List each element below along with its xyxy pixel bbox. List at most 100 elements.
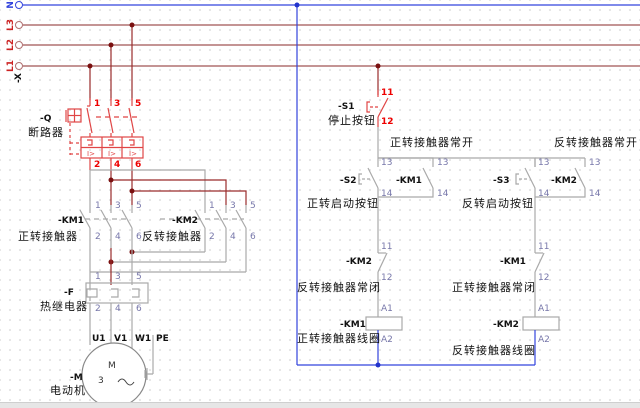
km2-coil-pin-a1: A1 [538,304,550,314]
breaker-q: I> I> I> [65,98,144,170]
s3-name: 反转启动按钮 [462,196,534,210]
reversing-wiring [89,248,246,285]
km2-no-label: 反转接触器常开 [554,135,638,149]
bus-label-l2: L2 [6,39,16,51]
overload-pin-2: 2 [95,304,101,314]
motor-phases: 3 [98,376,104,386]
start-branches [358,127,586,228]
s1-pin-11: 11 [381,88,394,98]
bus-n: N [6,1,640,9]
s3-pin-14: 14 [538,189,550,199]
motor-circle [81,342,147,408]
junction-dot [294,2,300,8]
km1-coil-name: 正转接触器线圈 [297,331,381,345]
km2-main-name: 反转接触器 [142,229,202,243]
km2-nc-pin-11: 11 [381,242,392,252]
km1-pin-3: 3 [115,201,121,211]
overload-tag: -F [64,288,74,298]
km2-pin-1: 1 [209,201,215,211]
overload-pin-5: 5 [136,272,142,282]
km1-no-tag: -KM1 [396,176,422,186]
breaker-pin-6: 6 [135,160,141,170]
svg-text:I>: I> [129,150,137,158]
motor-terminal-v1: V1 [114,334,127,344]
km1-pin-6: 6 [136,232,142,242]
km2-no-pin-13: 13 [589,158,600,168]
km2-pin-4: 4 [230,232,236,242]
breaker-pin-2: 2 [94,160,100,170]
km1-no-pin-14: 14 [437,189,449,199]
km2-pin-6: 6 [250,232,256,242]
breaker-pin-4: 4 [114,160,120,170]
svg-text:I>: I> [87,150,95,158]
km1-pin-2: 2 [95,232,101,242]
km2-no-tag: -KM2 [551,176,577,186]
s2-tag: -S2 [340,176,356,186]
s1-tag: -S1 [338,102,354,112]
km2-coil-box [522,316,560,331]
km1-no-label: 正转接触器常开 [390,135,474,149]
overload-name: 热继电器 [40,300,88,313]
s2-pin-14: 14 [381,189,393,199]
motor-tag: -M [70,373,83,383]
km1-main-tag: -KM1 [58,216,84,226]
km2-pin-3: 3 [230,201,236,211]
overload-pin-3: 3 [115,272,121,282]
km1-pin-1: 1 [95,201,101,211]
motor-symbol: M [108,361,116,371]
km1-nc-name: 正转接触器常闭 [452,280,536,294]
bus-label-l3: L3 [6,19,16,31]
km2-nc-name: 反转接触器常闭 [297,280,381,294]
svg-text:I>: I> [108,150,116,158]
km1-no-pin-13: 13 [437,158,448,168]
bus-label-n: N [6,1,16,9]
km1-coil-pin-a2: A2 [381,335,393,345]
km1-nc-pin-11: 11 [538,242,549,252]
breaker-pin-5: 5 [135,99,141,109]
km2-coil-name: 反转接触器线圈 [452,343,536,357]
motor-name: 电动机 [50,383,86,397]
bus-l2: L2 [6,39,640,51]
s2-name: 正转启动按钮 [307,196,379,210]
motor-terminal-u1: U1 [92,334,106,344]
s3-tag: -S3 [493,176,509,186]
s2-pin-13: 13 [381,158,392,168]
bus-l1: L1 [6,60,640,72]
km2-no-pin-14: 14 [589,189,601,199]
km2-nc-pin-12: 12 [381,273,392,283]
overload-pin-1: 1 [95,272,101,282]
power-wiring [89,169,247,205]
km2-nc-tag: -KM2 [346,257,372,267]
km2-pin-2: 2 [209,232,215,242]
km1-coil-box [365,316,403,331]
km1-coil-pin-a1: A1 [381,304,393,314]
interlocks-and-coils [297,228,560,368]
s1-name: 停止按钮 [328,113,376,127]
km2-pin-5: 5 [250,201,256,211]
breaker-pin-1: 1 [94,99,100,109]
bus-label-l1: L1 [6,60,16,72]
km1-nc-pin-12: 12 [538,273,549,283]
km1-nc-tag: -KM1 [500,257,526,267]
km2-coil-pin-a2: A2 [538,335,550,345]
km1-coil-tag: -KM1 [340,320,366,330]
s1-pin-12: 12 [381,117,394,127]
motor [81,335,154,408]
s3-pin-13: 13 [538,158,549,168]
overload-pin-4: 4 [115,304,121,314]
km1-pin-4: 4 [115,232,121,242]
km2-main-contacts [160,205,247,272]
breaker-tag: -Q [40,114,52,124]
horizontal-scrollbar[interactable] [0,402,640,408]
overload-pin-6: 6 [136,304,142,314]
power-drops [87,22,135,100]
km1-main-name: 正转接触器 [18,229,78,243]
km1-pin-5: 5 [136,201,142,211]
km1-main-contacts [79,205,133,248]
breaker-name: 断路器 [28,125,64,139]
bus-l3: L3 [6,19,640,31]
breaker-pin-3: 3 [114,99,120,109]
km2-main-tag: -KM2 [172,216,198,226]
